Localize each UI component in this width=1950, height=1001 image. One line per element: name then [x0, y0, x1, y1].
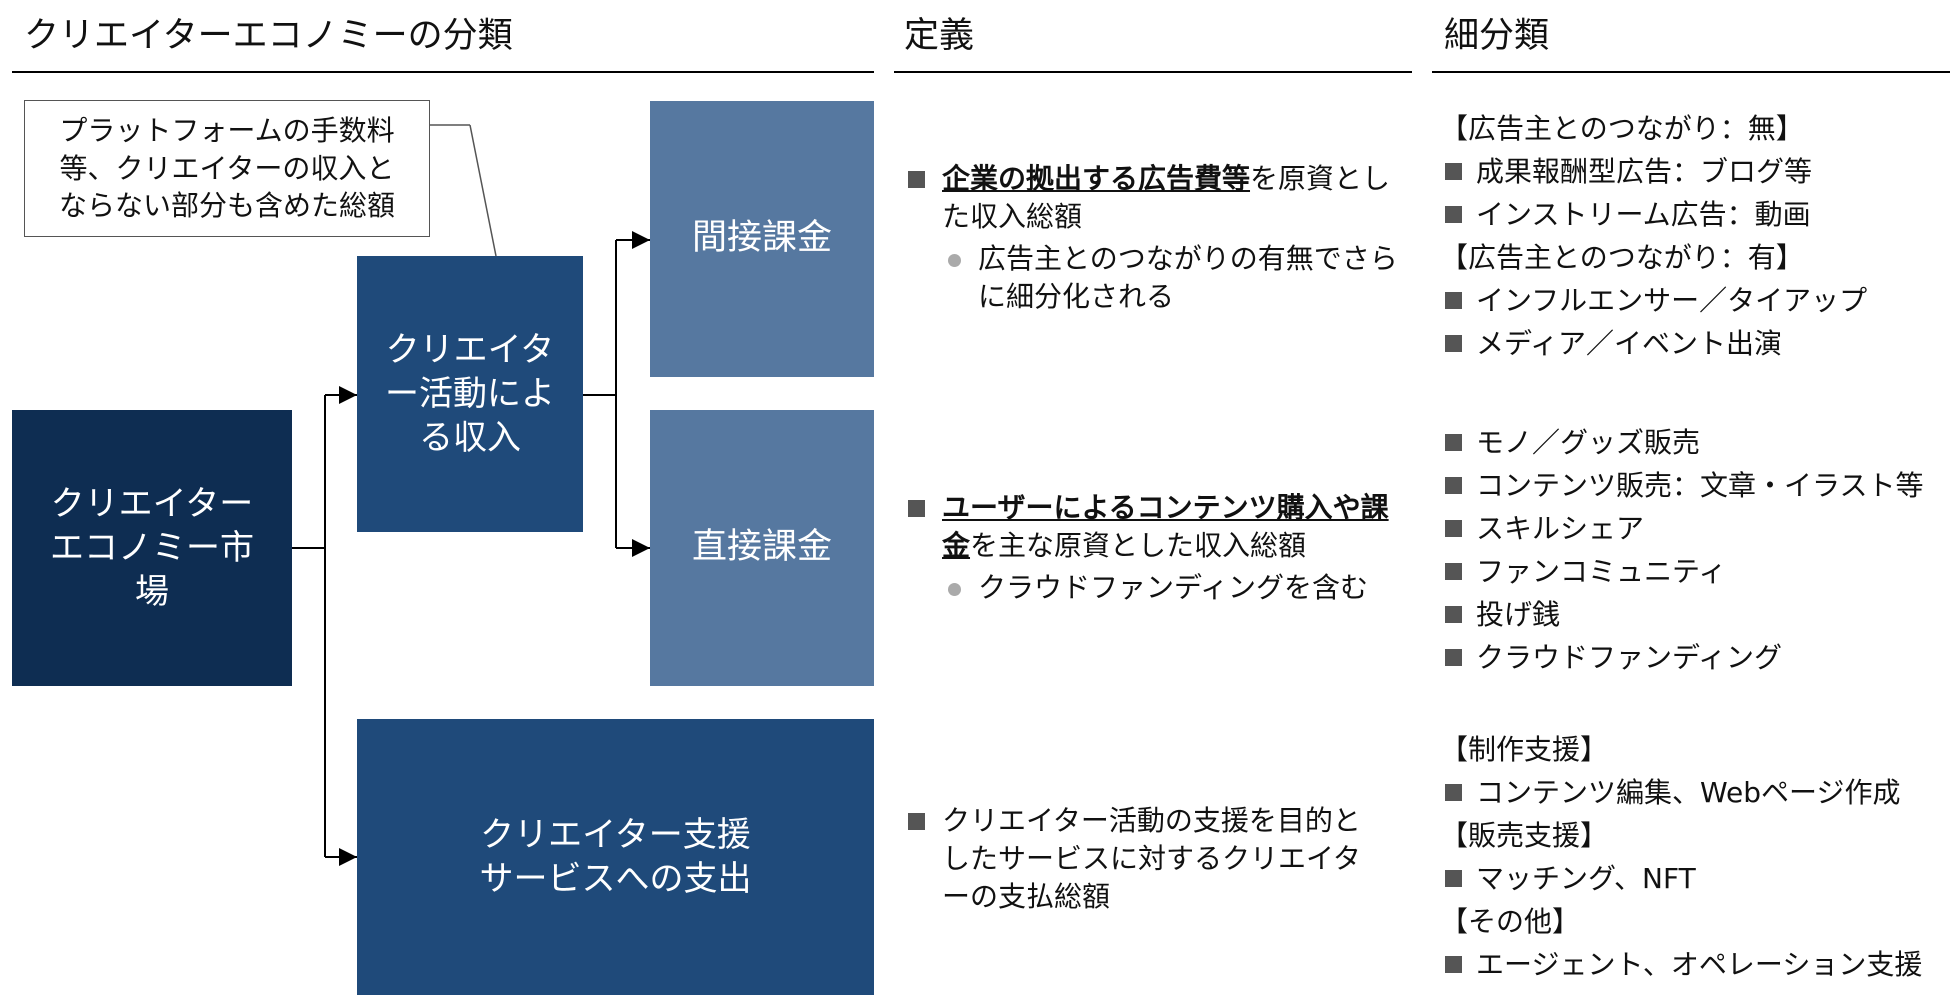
definition-direct: ユーザーによるコンテンツ購入や課金を主な原資とした収入総額 クラウドファンディン…	[904, 489, 1404, 607]
subcategory-text: インフルエンサー／タイアップ	[1476, 284, 1868, 317]
subcategory-text: モノ／グッズ販売	[1476, 426, 1701, 459]
square-bullet-icon	[1445, 870, 1462, 887]
square-bullet-icon	[908, 813, 925, 830]
definition-indirect: 企業の拠出する広告費等を原資とした収入総額 広告主とのつながりの有無でさらに細分…	[904, 160, 1404, 316]
subcategory-text: 【制作支援】	[1440, 733, 1609, 766]
definition-indirect-main: 企業の拠出する広告費等を原資とした収入総額	[904, 160, 1404, 236]
subcategory-text: 【広告主とのつながり：無】	[1440, 112, 1804, 145]
square-bullet-icon	[908, 171, 925, 188]
square-bullet-icon	[1445, 206, 1462, 223]
box-creator-activity-income: クリエイター活動による収入	[357, 256, 583, 532]
subcategory-text: クラウドファンディング	[1476, 641, 1783, 674]
square-bullet-icon	[908, 500, 925, 517]
box-creator-economy-market: クリエイターエコノミー市場	[12, 410, 292, 686]
subcategory-text: コンテンツ編集、Webページ作成	[1476, 776, 1901, 809]
header-divider-subcategory	[1432, 71, 1950, 73]
definition-support: クリエイター活動の支援を目的としたサービスに対するクリエイターの支払総額	[904, 802, 1364, 916]
square-bullet-icon	[1445, 563, 1462, 580]
subcategory-item: クラウドファンディング	[1440, 636, 1923, 679]
subcategory-text: コンテンツ販売：文章・イラスト等	[1476, 469, 1924, 502]
header-classification: クリエイターエコノミーの分類	[24, 16, 513, 56]
subcategory-item: インフルエンサー／タイアップ	[1440, 279, 1867, 322]
subcategory-item: コンテンツ編集、Webページ作成	[1440, 771, 1922, 814]
subcategory-text: エージェント、オペレーション支援	[1476, 948, 1923, 981]
subcategory-item: 投げ銭	[1440, 593, 1923, 636]
header-subcategory: 細分類	[1444, 16, 1550, 56]
square-bullet-icon	[1445, 520, 1462, 537]
box-creator-activity-income-label: クリエイター活動による収入	[385, 329, 555, 459]
subcategory-direct: モノ／グッズ販売コンテンツ販売：文章・イラスト等スキルシェアファンコミュニティ投…	[1440, 421, 1923, 679]
definition-direct-main: ユーザーによるコンテンツ購入や課金を主な原資とした収入総額	[904, 489, 1404, 565]
square-bullet-icon	[1445, 606, 1462, 623]
square-bullet-icon	[1445, 292, 1462, 309]
definition-direct-rest: を主な原資とした収入総額	[970, 529, 1307, 562]
subcategory-item: メディア／イベント出演	[1440, 322, 1867, 365]
box-direct-charge-label: 直接課金	[691, 527, 832, 568]
subcategory-heading: 【広告主とのつながり：有】	[1440, 236, 1867, 279]
header-definition: 定義	[904, 16, 975, 56]
dot-bullet-icon	[948, 254, 961, 267]
definition-indirect-rest: を原資とした収入総額	[942, 162, 1391, 233]
box-indirect-charge-label: 間接課金	[691, 218, 832, 259]
subcategory-text: マッチング、NFT	[1476, 862, 1696, 895]
subcategory-text: 成果報酬型広告：ブログ等	[1476, 155, 1813, 188]
definition-support-main: クリエイター活動の支援を目的としたサービスに対するクリエイターの支払総額	[904, 802, 1364, 916]
subcategory-item: 成果報酬型広告：ブログ等	[1440, 150, 1867, 193]
subcategory-text: 【広告主とのつながり：有】	[1440, 241, 1804, 274]
subcategory-text: メディア／イベント出演	[1476, 327, 1783, 360]
definition-direct-bullet-text: クラウドファンディングを含む	[978, 571, 1369, 604]
square-bullet-icon	[1445, 784, 1462, 801]
header-divider-classification	[12, 71, 874, 73]
subcategory-text: スキルシェア	[1476, 512, 1645, 545]
box-direct-charge: 直接課金	[650, 410, 874, 686]
subcategory-item: エージェント、オペレーション支援	[1440, 943, 1922, 986]
subcategory-item: インストリーム広告：動画	[1440, 193, 1867, 236]
subcategory-text: 【その他】	[1440, 905, 1581, 938]
subcategory-text: 投げ銭	[1476, 598, 1561, 631]
income-branch-lines	[583, 231, 650, 557]
subcategory-text: 【販売支援】	[1440, 819, 1609, 852]
definition-support-text: クリエイター活動の支援を目的としたサービスに対するクリエイターの支払総額	[942, 804, 1361, 913]
box-creator-economy-market-label: クリエイターエコノミー市場	[50, 483, 254, 613]
definition-indirect-bold: 企業の拠出する広告費等	[942, 162, 1251, 195]
definition-indirect-bullet-text: 広告主とのつながりの有無でさらに細分化される	[978, 242, 1398, 313]
square-bullet-icon	[1445, 434, 1462, 451]
subcategory-item: モノ／グッズ販売	[1440, 421, 1923, 464]
definition-direct-bullet: クラウドファンディングを含む	[904, 569, 1404, 607]
definition-indirect-bullet: 広告主とのつながりの有無でさらに細分化される	[904, 240, 1404, 316]
header-divider-definition	[894, 71, 1412, 73]
square-bullet-icon	[1445, 335, 1462, 352]
box-creator-support-spending-label: クリエイター支援サービスへの支出	[479, 814, 752, 899]
note-callout: プラットフォームの手数料等、クリエイターの収入とならない部分も含めた総額	[24, 100, 430, 237]
subcategory-item: スキルシェア	[1440, 507, 1923, 550]
market-branch-lines	[292, 386, 357, 866]
subcategory-text: ファンコミュニティ	[1476, 555, 1727, 588]
subcategory-indirect: 【広告主とのつながり：無】成果報酬型広告：ブログ等インストリーム広告：動画【広告…	[1440, 107, 1867, 365]
square-bullet-icon	[1445, 649, 1462, 666]
subcategory-text: インストリーム広告：動画	[1476, 198, 1811, 231]
subcategory-item: ファンコミュニティ	[1440, 550, 1923, 593]
subcategory-item: マッチング、NFT	[1440, 857, 1922, 900]
box-creator-support-spending: クリエイター支援サービスへの支出	[357, 719, 874, 995]
note-callout-line	[430, 124, 497, 257]
subcategory-support: 【制作支援】コンテンツ編集、Webページ作成【販売支援】マッチング、NFT 【その…	[1440, 728, 1922, 986]
subcategory-heading: 【販売支援】	[1440, 814, 1922, 857]
subcategory-heading: 【広告主とのつながり：無】	[1440, 107, 1867, 150]
subcategory-heading: 【その他】	[1440, 900, 1922, 943]
note-text: プラットフォームの手数料等、クリエイターの収入とならない部分も含めた総額	[58, 113, 395, 223]
dot-bullet-icon	[948, 583, 961, 596]
square-bullet-icon	[1445, 477, 1462, 494]
subcategory-item: コンテンツ販売：文章・イラスト等	[1440, 464, 1923, 507]
square-bullet-icon	[1445, 163, 1462, 180]
subcategory-heading: 【制作支援】	[1440, 728, 1922, 771]
box-indirect-charge: 間接課金	[650, 101, 874, 377]
square-bullet-icon	[1445, 956, 1462, 973]
definition-direct-bold: ユーザーによるコンテンツ購入や課金	[942, 491, 1389, 562]
